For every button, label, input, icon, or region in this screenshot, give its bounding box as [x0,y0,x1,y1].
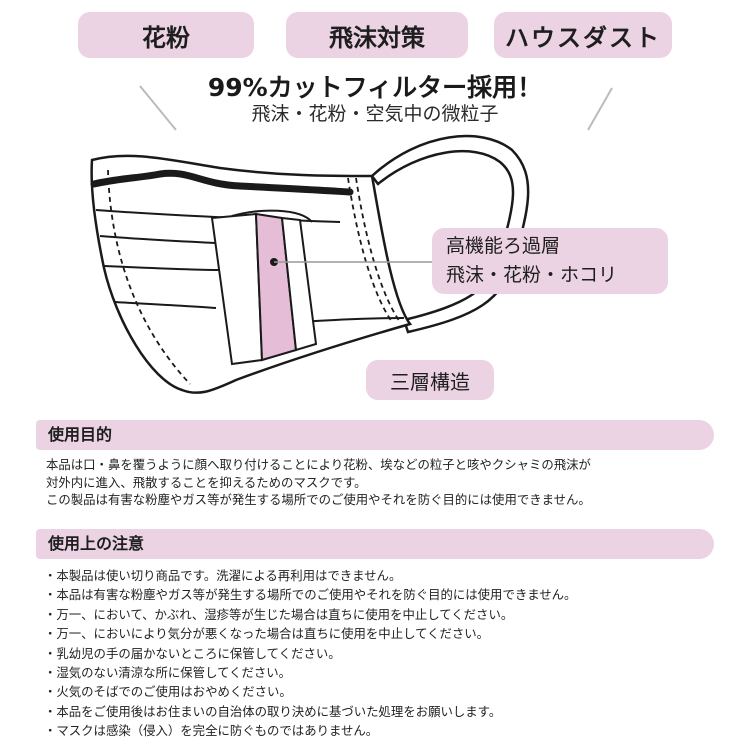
caution-item: ・湿気のない清涼な所に保管してください。 [44,664,292,680]
caution-item: ・本品をご使用後はお住まいの自治体の取り決めに基づいた処理をお願いします。 [44,703,502,719]
caution-item: ・本品は有害な粉塵やガス等が発生する場所でのご使用やそれを防ぐ目的には使用できま… [44,587,577,603]
caution-section-title: 使用上の注意 [36,529,714,559]
headline-main: 99%カットフィルター採用！ [207,73,543,102]
filter-layer-label: 高機能ろ過層 飛沫・花粉・ホコリ [432,228,668,294]
mask-diagram-illustration [90,85,613,394]
filter-label-line1: 高機能ろ過層 [446,235,561,257]
nose-wire [90,169,354,196]
tag-pollen: 花粉 [78,12,254,58]
purpose-line: 本品は口・鼻を覆うように顔へ取り付けることにより花粉、埃などの粒子と咳やクシャミ… [46,457,591,472]
purpose-section-title: 使用目的 [36,420,714,450]
stitch-right [347,177,393,323]
pleat-line-4 [113,301,217,309]
purpose-line: この製品は有害な粉塵やガス等が発生する場所でのご使用やそれを防ぐ目的には使用でき… [46,492,591,508]
caution-item: ・万一、においにより気分が悪くなった場合は直ちに使用を中止してください。 [44,626,490,642]
tag-house-dust: ハウスダスト [494,12,672,58]
caution-item: ・乳幼児の手の届かないところに保管してください。 [44,645,341,661]
purpose-line: 対外内に進入、飛散することを抑えるためのマスクです。 [46,474,367,490]
layer-fold-edge [231,209,313,223]
caution-list: ・本製品は使い切り商品です。洗濯による再利用はできません。 ・本品は有害な粉塵や… [44,566,724,741]
pointer-line-left [139,85,177,131]
stitch-left [107,169,191,385]
caution-item: ・本製品は使い切り商品です。洗濯による再利用はできません。 [44,568,402,583]
caution-item: ・万一、において、かぶれ、湿疹等が生じた場合は直ちに使用を中止してください。 [44,606,514,622]
pleat-line-3 [103,265,221,271]
caution-item: ・火気のそばでのご使用はおやめください。 [44,684,292,700]
three-layer-cutaway [210,209,318,366]
three-layer-label: 三層構造 [366,360,494,400]
headline-sub: 飛沫・花粉・空気中の微粒子 [251,103,499,125]
tag-droplet-protection: 飛沫対策 [286,12,468,58]
stitch-right-2 [355,177,401,323]
filter-label-line2: 飛沫・花粉・ホコリ [446,264,618,286]
inner-layer [280,216,318,352]
caution-item: ・マスクは感染（侵入）を完全に防ぐものではありません。 [44,723,379,739]
pointer-line-right [587,87,613,131]
purpose-text: 本品は口・鼻を覆うように顔へ取り付けることにより花粉、埃などの粒子と咳やクシャミ… [46,456,716,509]
